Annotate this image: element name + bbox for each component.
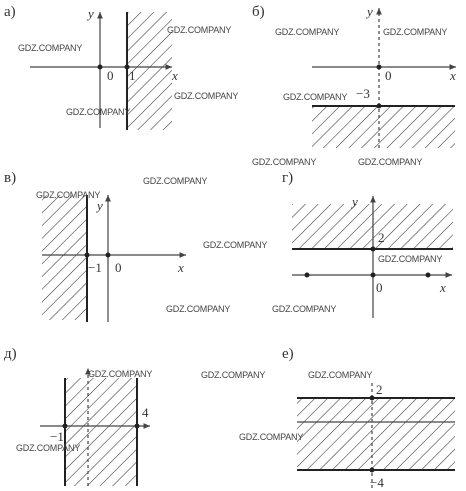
panel-g-tick-dot: [370, 246, 376, 252]
panel-b-label: б): [252, 4, 265, 20]
panel-b: б) y x 0 −3: [252, 4, 456, 148]
watermark: GDZ.COMPANY: [252, 157, 316, 167]
panel-v-origin-label: 0: [115, 260, 122, 275]
watermark: GDZ.COMPANY: [203, 240, 267, 250]
watermark: GDZ.COMPANY: [166, 304, 230, 314]
panel-g-label: г): [282, 170, 293, 186]
watermark: GDZ.COMPANY: [283, 92, 347, 102]
panel-e: е) 2 −4: [282, 346, 455, 490]
panel-b-tick-label: −3: [356, 86, 370, 101]
panel-a-y-label: y: [86, 6, 94, 21]
panel-a-tick-dot: [124, 64, 130, 70]
panel-v: в) y x 0 −1: [4, 170, 186, 322]
watermarks: GDZ.COMPANY GDZ.COMPANY GDZ.COMPANY GDZ.…: [16, 25, 448, 453]
watermark: GDZ.COMPANY: [174, 91, 238, 101]
panel-g-x-label: x: [439, 280, 446, 295]
watermark: GDZ.COMPANY: [16, 443, 80, 453]
panel-g: г) y x 0 2: [282, 170, 453, 318]
panel-d-right-dot: [134, 423, 140, 429]
panel-v-tick-dot: [84, 252, 90, 258]
watermark: GDZ.COMPANY: [167, 25, 231, 35]
panel-b-hatched-region: [312, 106, 455, 148]
panel-e-tick-bottom: −4: [370, 475, 384, 490]
panel-e-bottom-dot: [369, 467, 375, 473]
panel-v-hatched-region: [42, 195, 87, 320]
panel-g-origin-dot: [370, 272, 376, 278]
watermark: GDZ.COMPANY: [383, 27, 447, 37]
watermark: GDZ.COMPANY: [308, 370, 372, 380]
panel-v-tick-label: −1: [88, 260, 102, 275]
panel-g-left-dot: [304, 272, 310, 278]
panel-g-y-label: y: [350, 194, 358, 209]
panel-a-tick-label: 1: [129, 68, 136, 83]
panel-v-label: в): [4, 170, 16, 186]
panel-d-left-dot: [62, 423, 68, 429]
panel-e-hatched-region: [297, 398, 455, 470]
watermark: GDZ.COMPANY: [66, 107, 130, 117]
panel-a-origin-dot: [97, 64, 103, 70]
panel-b-x-label: x: [449, 68, 456, 83]
panel-a-hatched-region: [127, 12, 172, 130]
panel-d-tick-right: 4: [142, 405, 149, 420]
panel-b-origin-dot: [376, 64, 382, 70]
panel-b-origin-label: 0: [385, 68, 392, 83]
panel-a-x-label: x: [171, 68, 178, 83]
watermark: GDZ.COMPANY: [275, 27, 339, 37]
watermark: GDZ.COMPANY: [88, 369, 152, 379]
watermark: GDZ.COMPANY: [143, 176, 207, 186]
panel-v-y-label: y: [95, 198, 103, 213]
panel-g-origin-label: 0: [376, 280, 383, 295]
panel-d: д) −1 4: [4, 346, 150, 486]
watermark: GDZ.COMPANY: [201, 370, 265, 380]
watermark: GDZ.COMPANY: [358, 157, 422, 167]
panel-e-label: е): [282, 346, 294, 362]
watermark: GDZ.COMPANY: [272, 304, 336, 314]
panel-a: а) y x 0 1: [4, 4, 178, 130]
panel-g-right-dot: [425, 272, 431, 278]
panel-b-y-label: y: [365, 4, 373, 19]
panel-v-origin-dot: [105, 252, 111, 258]
panel-e-tick-top: 2: [376, 382, 383, 397]
panel-e-top-dot: [369, 395, 375, 401]
panel-v-x-label: x: [177, 260, 184, 275]
panel-g-tick-label: 2: [378, 230, 385, 245]
panel-b-tick-dot: [376, 103, 382, 109]
watermark: GDZ.COMPANY: [378, 254, 442, 264]
watermark: GDZ.COMPANY: [239, 432, 303, 442]
panel-a-origin-label: 0: [107, 68, 114, 83]
panel-a-label: а): [4, 4, 16, 20]
watermark: GDZ.COMPANY: [36, 190, 100, 200]
panel-d-label: д): [4, 346, 17, 362]
watermark: GDZ.COMPANY: [18, 43, 82, 53]
panel-d-tick-left: −1: [50, 429, 64, 444]
panel-d-hatched-region: [65, 378, 137, 486]
